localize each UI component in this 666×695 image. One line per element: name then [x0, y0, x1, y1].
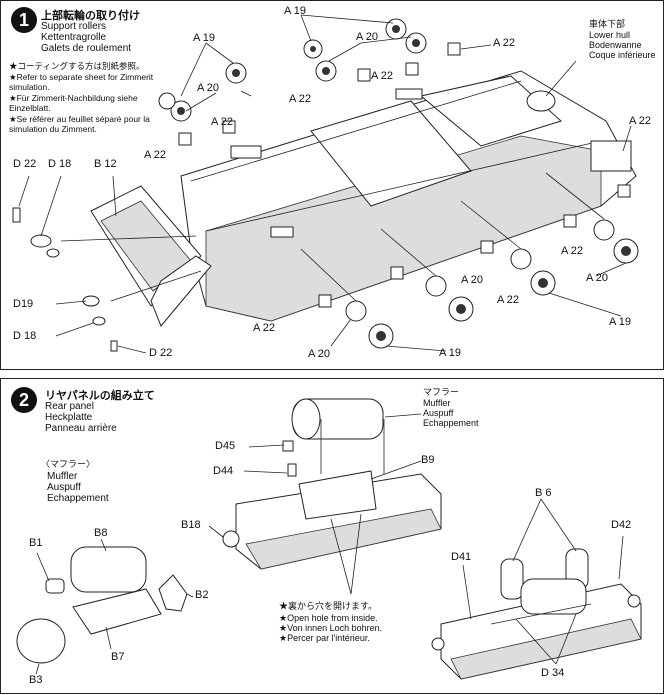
part-label-a20: A 20 [356, 31, 379, 43]
hole-note-fr: ★Percer par l'intérieur. [279, 633, 370, 643]
step-1-number: 1 [11, 7, 37, 33]
step-1-diagram [12, 14, 639, 354]
step-2-title-de: Heckplatte [45, 412, 93, 423]
step-2-title-fr: Panneau arrière [45, 423, 117, 434]
center-muffler [291, 398, 385, 474]
part-label-a22: A 22 [497, 294, 520, 306]
step-1-title-en: Support rollers [41, 21, 107, 32]
hole-note-de: ★Von innen Loch bohren. [279, 623, 383, 633]
hull-label-en: Lower hull [589, 30, 631, 40]
part-label-a22: A 22 [289, 93, 312, 105]
hull-label-de: Bodenwanne [589, 40, 642, 50]
part-label-b7: B7 [111, 651, 125, 663]
part-label-d22: D 22 [13, 158, 37, 170]
step-2-number: 2 [11, 387, 37, 413]
step-1-panel: 1 上部転輪の取り付け Support rollers Kettentragro… [0, 0, 664, 370]
left-muffler-label-fr: Echappement [47, 493, 109, 504]
step-1-title-fr: Galets de roulement [41, 43, 132, 54]
part-label-a19: A 19 [193, 32, 216, 44]
zimmerit-note-en: ★Refer to separate sheet for Zimmerit si… [9, 72, 154, 92]
part-label-b8: B8 [94, 527, 108, 539]
step-1-title-de: Kettentragrolle [41, 32, 107, 43]
left-muffler-label-en: Muffler [47, 471, 78, 482]
step-2-panel: 2 リヤパネルの組み立て Rear panel Heckplatte Panne… [0, 378, 664, 694]
lower-hull-illustration [180, 70, 637, 322]
part-label-b18: B18 [181, 519, 201, 531]
part-label-b1: B1 [29, 537, 43, 549]
part-label-a20: A 20 [308, 348, 331, 360]
part-label-d45: D45 [215, 440, 236, 452]
zimmerit-note-de: ★Für Zimmerit-Nachbildung siehe Einzelbl… [9, 93, 138, 113]
part-label-a22: A 22 [144, 149, 167, 161]
part-label-b12: B 12 [94, 158, 117, 170]
muffler-label-jp: マフラー [423, 387, 460, 397]
muffler-label-en: Muffler [423, 398, 451, 408]
part-label-a19: A 19 [284, 5, 307, 17]
part-label-b3: B3 [29, 674, 43, 686]
step-2-title-en: Rear panel [45, 401, 94, 412]
step-1-title-jp: 上部転輪の取り付け [41, 10, 140, 22]
zimmerit-note-fr: ★Se référer au feuillet séparé pour la s… [9, 114, 150, 134]
part-label-d18: D 18 [48, 158, 72, 170]
hole-note-jp: ★裏から穴を開けます。 [279, 601, 378, 611]
center-rear-panel [222, 440, 442, 570]
part-label-a22: A 22 [211, 116, 234, 128]
left-muffler-label-de: Auspuff [47, 482, 81, 493]
step-2-title-jp: リヤパネルの組み立て [45, 390, 155, 402]
part-label-a22: A 22 [629, 115, 652, 127]
muffler-label-de: Auspuff [423, 408, 454, 418]
part-label-d34: D 34 [541, 667, 565, 679]
part-label-d42: D42 [611, 519, 632, 531]
rear-plate-b12 [90, 185, 212, 327]
part-label-a22: A 22 [253, 322, 276, 334]
part-label-d41: D41 [451, 551, 472, 563]
part-label-a20: A 20 [586, 272, 609, 284]
left-muffler-label-jp: 〈マフラー〉 [41, 459, 96, 469]
part-label-a20: A 20 [197, 82, 220, 94]
lower-rollers [345, 219, 639, 349]
part-label-a20: A 20 [461, 274, 484, 286]
part-label-a22: A 22 [493, 37, 516, 49]
zimmerit-note-jp: ★コーティングする方は別紙参照。 [9, 61, 145, 71]
part-label-b6: B 6 [535, 487, 552, 499]
left-muffler-parts [16, 546, 188, 664]
part-label-d22: D 22 [149, 347, 173, 359]
hole-note-en: ★Open hole from inside. [279, 613, 378, 623]
upper-rollers [158, 18, 427, 122]
leader-lines-step2 [35, 413, 624, 675]
step-2-diagram [16, 398, 642, 680]
muffler-label-fr: Echappement [423, 418, 479, 428]
part-label-a22: A 22 [371, 70, 394, 82]
brackets-a22 [178, 42, 631, 308]
part-label-a19: A 19 [439, 347, 462, 359]
part-label-a19: A 19 [609, 316, 632, 328]
hull-label-fr: Coque inférieure [589, 50, 656, 60]
part-label-b9: B9 [421, 454, 435, 466]
hull-label-jp: 車体下部 [589, 19, 626, 29]
part-label-d19: D19 [13, 298, 34, 310]
right-rear-assembly [431, 548, 642, 680]
part-label-d18: D 18 [13, 330, 37, 342]
leader-lines [18, 14, 632, 354]
part-label-a22: A 22 [561, 245, 584, 257]
part-label-d44: D44 [213, 465, 234, 477]
part-label-b2: B2 [195, 589, 209, 601]
parts-d18-d19-d22 [12, 207, 118, 352]
